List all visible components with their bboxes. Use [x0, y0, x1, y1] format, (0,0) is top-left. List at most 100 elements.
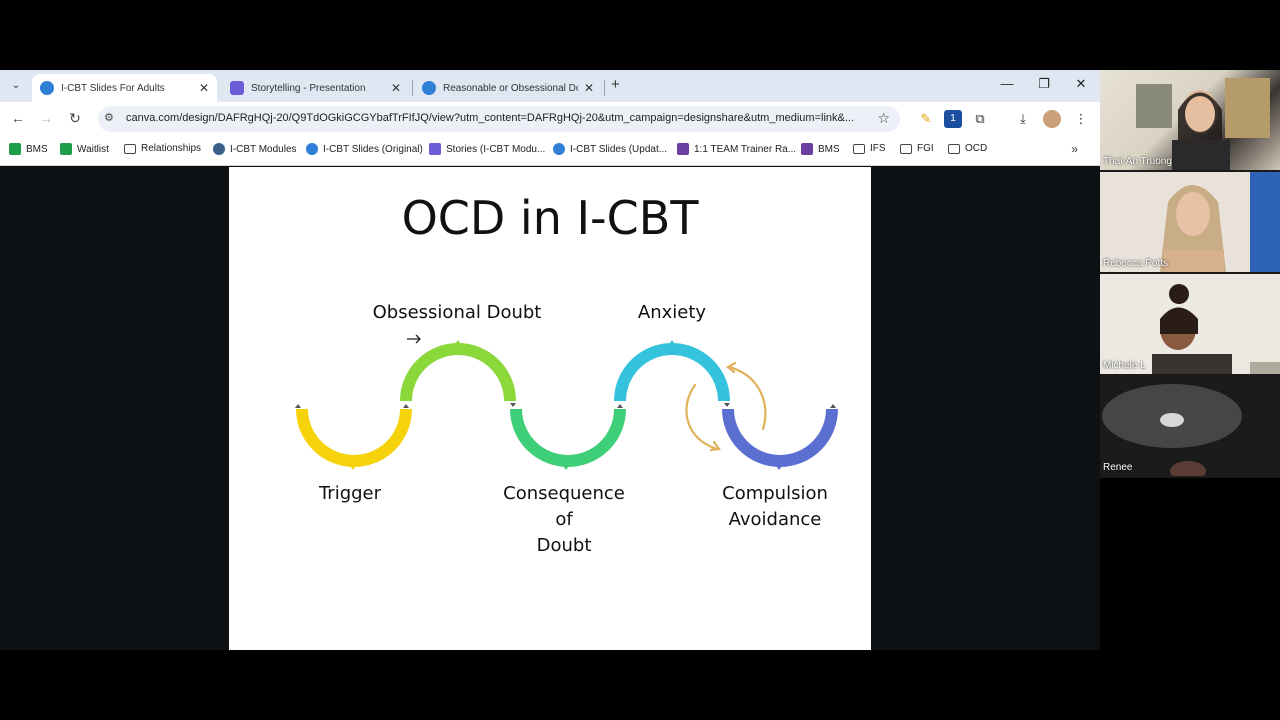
- tab-reasonable-or-obsessional[interactable]: Reasonable or Obsessional Dou ✕: [414, 74, 602, 102]
- sheets-icon: [60, 143, 72, 155]
- video-tile[interactable]: Michele L: [1100, 274, 1280, 374]
- bookmark-relationships[interactable]: Relationships: [124, 143, 201, 154]
- ceiling-light: [1160, 413, 1184, 427]
- profile-avatar[interactable]: [1043, 110, 1061, 128]
- bookmark-team-trainer[interactable]: 1:1 TEAM Trainer Ra...: [677, 143, 796, 155]
- bookmark-fgi[interactable]: FGI: [900, 143, 934, 154]
- tab-title: I-CBT Slides For Adults: [61, 82, 165, 94]
- close-icon[interactable]: ✕: [583, 81, 594, 95]
- tab-title: Storytelling - Presentation: [251, 82, 366, 94]
- back-arrow-icon[interactable]: ←: [11, 110, 25, 126]
- label-line: Consequence: [503, 483, 625, 504]
- participant-name: Renee: [1103, 462, 1133, 473]
- desk-item: [1250, 362, 1280, 374]
- bookmarks-overflow-icon[interactable]: »: [1071, 142, 1078, 156]
- bookmark-bms[interactable]: BMS: [9, 143, 48, 155]
- bookmark-star-icon[interactable]: ☆: [877, 110, 890, 126]
- bookmark-label: IFS: [870, 143, 886, 154]
- bookmark-label: FGI: [917, 143, 934, 154]
- shoulders: [1164, 250, 1224, 272]
- bookmark-label: OCD: [965, 143, 988, 154]
- participant-video: [1160, 172, 1280, 272]
- loop-arrow-down: [685, 383, 719, 451]
- bookmark-icbt-slides-original[interactable]: I-CBT Slides (Original): [306, 143, 423, 155]
- sheets-icon: [9, 143, 21, 155]
- arc-pointer: [561, 463, 571, 470]
- tab-search-chevron-icon[interactable]: ⌄: [11, 80, 21, 91]
- pencil-extension-icon[interactable]: ✎: [920, 111, 932, 126]
- folder-icon: [853, 143, 865, 154]
- hair-bun: [1169, 284, 1189, 304]
- tab-bar: ⌄ I-CBT Slides For Adults ✕ Storytelling…: [0, 70, 1100, 102]
- presentation-slide: OCD in I-CBT: [229, 167, 871, 650]
- video-tile[interactable]: Renee: [1100, 376, 1280, 476]
- restore-icon[interactable]: ❐: [1038, 76, 1050, 91]
- participants-panel: Thai-An Truong Rebecca Potts Michele L: [1100, 70, 1280, 478]
- bookmark-label: Waitlist: [77, 143, 109, 155]
- close-icon[interactable]: ✕: [390, 81, 401, 95]
- bookmark-waitlist[interactable]: Waitlist: [60, 143, 109, 155]
- window-close-icon[interactable]: ✕: [1075, 76, 1087, 91]
- label-line: Avoidance: [728, 509, 822, 530]
- video-tile[interactable]: Rebecca Potts: [1100, 172, 1280, 272]
- bookmark-icbt-slides-updated[interactable]: I-CBT Slides (Updat...: [553, 143, 667, 155]
- shoulders: [1152, 354, 1232, 374]
- label-line: Doubt: [536, 535, 592, 556]
- bookmark-label: Relationships: [141, 143, 202, 154]
- bookmark-stories[interactable]: Stories (I-CBT Modu...: [429, 143, 545, 155]
- label-anxiety: Anxiety: [637, 302, 707, 323]
- site-info-icon[interactable]: ⚙: [104, 112, 114, 124]
- close-icon[interactable]: ✕: [198, 81, 209, 95]
- bookmarks-bar: BMS Waitlist Relationships I-CBT Modules…: [0, 136, 1100, 166]
- loop-arrowhead: [709, 440, 721, 452]
- folder-icon: [124, 143, 136, 154]
- small-marker: [830, 404, 836, 408]
- bookmark-label: I-CBT Slides (Original): [323, 143, 423, 155]
- bookmark-ocd[interactable]: OCD: [948, 143, 987, 154]
- extension-badge-icon[interactable]: 1: [944, 110, 962, 128]
- label-line: of: [555, 509, 573, 530]
- cursor-arrow-head: [415, 334, 421, 344]
- loop-arrow-up: [727, 365, 767, 431]
- presentation-icon: [230, 81, 244, 95]
- face: [1185, 96, 1215, 132]
- participant-video: [1100, 376, 1280, 476]
- folder-icon: [948, 143, 960, 154]
- participant-name: Thai-An Truong: [1103, 156, 1172, 167]
- trigger-arc: [296, 408, 412, 467]
- tab-divider: [412, 80, 413, 96]
- bookmark-ifs[interactable]: IFS: [853, 143, 886, 154]
- obsessional-doubt-arc: [400, 343, 516, 402]
- tab-storytelling[interactable]: Storytelling - Presentation ✕: [222, 74, 409, 102]
- shoulders: [1172, 140, 1230, 170]
- wall-frame: [1136, 84, 1172, 128]
- download-icon[interactable]: ⤓: [1020, 111, 1026, 126]
- folder-icon: [900, 143, 912, 154]
- bookmark-icbt-modules[interactable]: I-CBT Modules: [213, 143, 297, 155]
- bookshelf: [1225, 78, 1270, 138]
- tab-i-cbt-slides[interactable]: I-CBT Slides For Adults ✕: [32, 74, 217, 102]
- tab-divider: [604, 80, 605, 96]
- bookmark-label: 1:1 TEAM Trainer Ra...: [694, 143, 797, 155]
- extensions-puzzle-icon[interactable]: ⧉: [975, 111, 985, 126]
- video-tile[interactable]: Thai-An Truong: [1100, 70, 1280, 170]
- url-text[interactable]: canva.com/design/DAFRgHQj-20/Q9TdOGkiGCG…: [126, 112, 855, 124]
- forward-arrow-icon[interactable]: →: [39, 110, 53, 126]
- wordpress-icon: [213, 143, 225, 155]
- bookmark-label: I-CBT Modules: [230, 143, 297, 155]
- participant-name: Rebecca Potts: [1103, 258, 1169, 269]
- new-tab-plus-icon[interactable]: +: [611, 76, 620, 93]
- canva-icon: [422, 81, 436, 95]
- bookmark-bms-form[interactable]: BMS: [801, 143, 840, 155]
- canva-icon: [40, 81, 54, 95]
- menu-kebab-icon[interactable]: ⋮: [1074, 111, 1088, 126]
- address-bar[interactable]: ⚙ canva.com/design/DAFRgHQj-20/Q9TdOGkiG…: [98, 106, 900, 132]
- form-icon: [677, 143, 689, 155]
- reload-icon[interactable]: ↻: [69, 110, 81, 126]
- consequence-arc: [510, 408, 626, 467]
- minimize-icon[interactable]: —: [1000, 76, 1014, 91]
- browser-toolbar: ← → ↻ ⚙ canva.com/design/DAFRgHQj-20/Q9T…: [0, 102, 1100, 136]
- bookmark-label: BMS: [818, 143, 840, 155]
- bookmark-label: Stories (I-CBT Modu...: [446, 143, 546, 155]
